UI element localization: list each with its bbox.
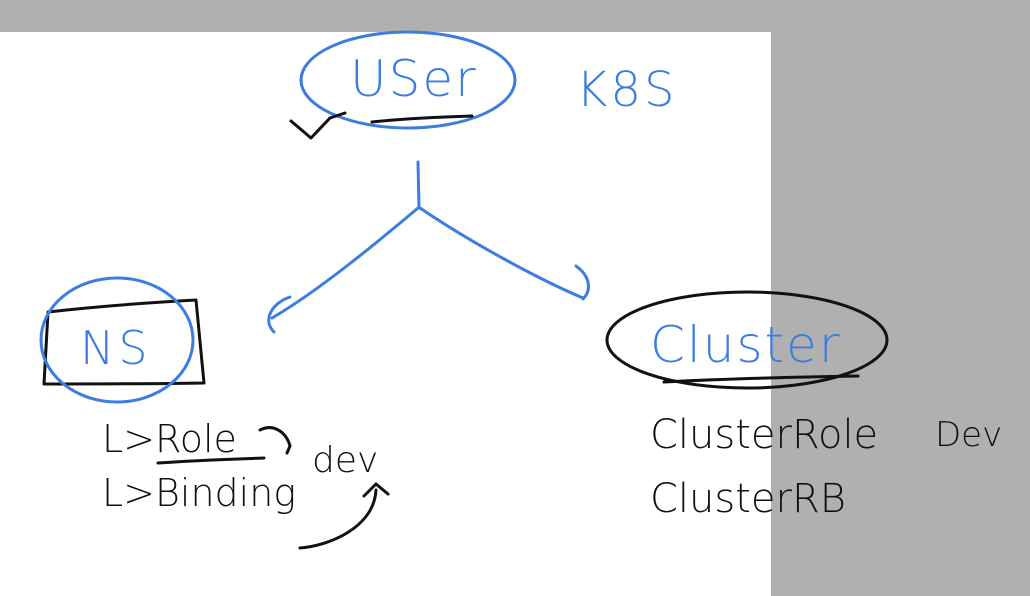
user-node-label: USer [350,50,478,108]
trunk-line [416,160,421,210]
cluster-node-ellipse [605,290,889,390]
right-arrowhead-icon [574,264,590,301]
role-underline [156,456,266,465]
cluster-rb-item: ClusterRB [650,476,846,522]
user-node-ellipse [299,30,517,130]
cluster-underline [662,374,860,384]
binding-to-dev-arrow [298,488,378,550]
ns-role-item: L>Role [102,417,237,461]
binding-arrowhead-icon [362,482,390,498]
ns-dev-label: dev [312,440,378,481]
user-underline [370,114,474,124]
ns-binding-item: L>Binding [102,471,296,515]
right-branch-arrow [418,206,585,300]
role-to-dev-arrow [258,426,292,455]
cluster-dev-label: Dev [935,415,1002,455]
ns-node-ellipse [39,276,195,404]
ns-node-label: NS [80,321,152,375]
cluster-node-label: Cluster [650,316,841,374]
checkmark-icon [289,111,347,140]
left-branch-arrow [270,206,420,320]
cluster-role-item: ClusterRole [650,412,878,458]
ns-box [42,298,206,386]
left-arrowhead-icon [267,295,292,334]
k8s-label: K8S [576,62,677,118]
